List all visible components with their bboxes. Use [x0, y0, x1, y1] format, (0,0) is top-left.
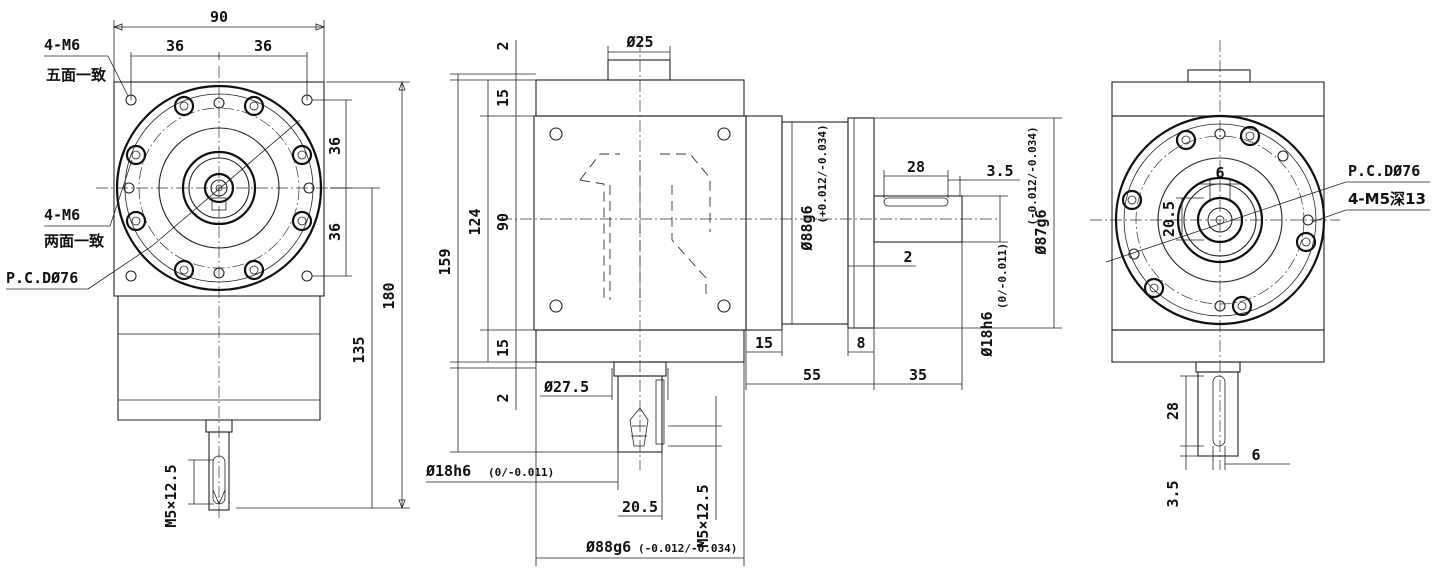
side-top-flange-label: 15 [494, 89, 512, 107]
end-key-width-label: 6 [1215, 164, 1224, 182]
side-spigot-left-label: Ø88g6 [798, 205, 816, 251]
side-bottom-shaft-dia-label: Ø27.5 [543, 378, 589, 396]
side-spigot-right-tol: (-0.012/-0.034) [1026, 126, 1039, 225]
front-half-right-label: 36 [254, 37, 272, 55]
side-bottom-thread-label: M5×12.5 [694, 484, 712, 547]
end-pcd-circle [1135, 135, 1305, 305]
front-right-lower-label: 36 [326, 223, 344, 241]
side-top-shaft-dia-label: Ø25 [625, 33, 653, 51]
end-bolt-holes [1121, 125, 1317, 317]
front-shaft-thread-label: M5×12.5 [162, 464, 180, 527]
end-top-flange [1111, 81, 1325, 117]
end-holes-label: 4-M5深13 [1348, 190, 1426, 208]
front-holes-side-note: 两面一致 [44, 232, 105, 250]
end-shaft-step-label: 3.5 [1164, 480, 1182, 507]
side-view: Ø25 159 124 90 2 15 15 2 Ø27.5 [425, 33, 1062, 566]
front-height-total-label: 180 [380, 282, 398, 309]
end-top-stub [1187, 69, 1251, 83]
side-shaft-dia-bottom-label: Ø18h6 [425, 462, 471, 480]
end-shaft-height-label: 20.5 [1160, 201, 1178, 237]
side-shaft-dia-right-tol: (0/-0.011) [996, 243, 1009, 309]
side-right-flange [847, 117, 875, 329]
end-pcd-label: P.C.DØ76 [1348, 162, 1420, 180]
side-len-35-label: 35 [909, 366, 927, 384]
front-pcd-label: P.C.DØ76 [6, 269, 78, 287]
side-right-collar [745, 115, 783, 331]
side-height-90-label: 90 [494, 213, 512, 231]
side-len-55-label: 55 [803, 366, 821, 384]
side-top-shaft [607, 59, 671, 81]
side-bottom-gap-label: 2 [494, 393, 512, 402]
side-bottom-flange-label: 15 [494, 339, 512, 357]
side-len-15-label: 15 [755, 334, 773, 352]
front-width-label: 90 [210, 8, 228, 26]
end-key-width-bottom-label: 6 [1251, 446, 1260, 464]
front-view: 90 36 36 4-M6 五面一致 4-M6 两面一致 P.C.DØ76 36… [6, 8, 410, 528]
end-bottom-shaft [1197, 371, 1239, 457]
front-holes-top-label: 4-M6 [44, 36, 80, 54]
front-height-shaft-label: 135 [350, 336, 368, 363]
front-right-upper-label: 36 [326, 137, 344, 155]
side-spigot-right-label: Ø87g6 [1032, 209, 1050, 255]
side-key-offset-label: 3.5 [986, 162, 1013, 180]
side-len-8-label: 8 [856, 334, 865, 352]
side-spigot-bottom-label: Ø88g6 [585, 538, 631, 556]
front-holes-top-note: 五面一致 [46, 66, 107, 84]
end-bottom-flange [1111, 329, 1325, 363]
side-spigot-left-tol: (+0.012/-0.034) [816, 124, 829, 223]
side-key-len-label: 28 [907, 158, 925, 176]
side-top-gap-label: 2 [494, 41, 512, 50]
end-key-len-label: 28 [1164, 402, 1182, 420]
side-spigot-step-label: 2 [903, 248, 912, 266]
side-spigot-bottom-tol: (-0.012/-0.034) [638, 542, 737, 555]
front-half-left-label: 36 [166, 37, 184, 55]
side-shaft-dia-right-label: Ø18h6 [978, 311, 996, 357]
side-hidden-gears [579, 153, 711, 300]
side-shaft-bottom-len-label: 20.5 [622, 498, 658, 516]
end-flange-outer [1114, 114, 1326, 326]
front-bolt-holes [125, 95, 313, 281]
front-flange-outer [115, 84, 323, 292]
end-view: 6 20.5 P.C.DØ76 4-M5深13 28 6 3.5 [1090, 40, 1430, 508]
side-height-124-label: 124 [466, 208, 484, 235]
side-height-159-label: 159 [436, 248, 454, 275]
side-shaft-dia-bottom-tol: (0/-0.011) [488, 466, 554, 479]
front-holes-side-label: 4-M6 [44, 206, 80, 224]
